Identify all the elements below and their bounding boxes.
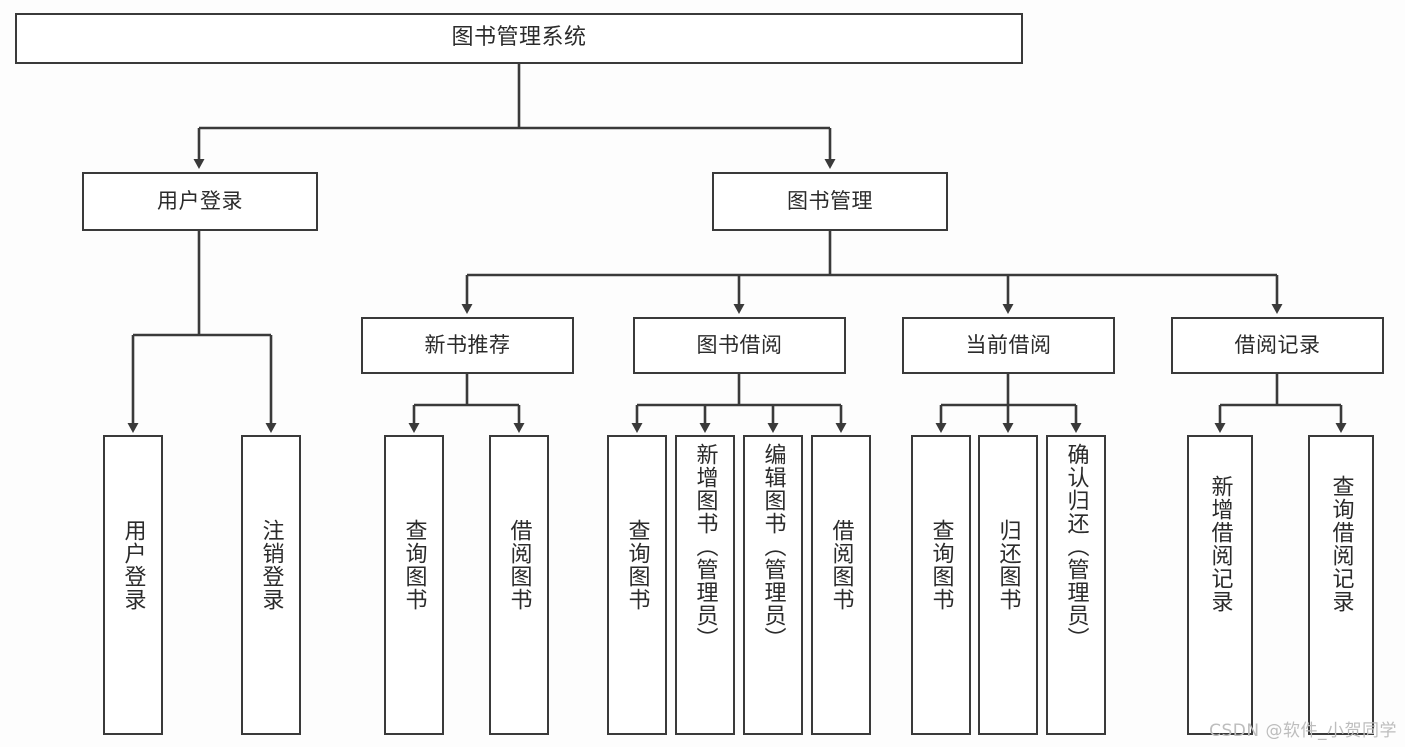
leaf-query-book-recommend[interactable]: 查询图书 [384, 435, 444, 735]
node-label: 图书管理系统 [451, 25, 587, 51]
csdn-watermark: CSDN @软件_小贺同学 [1209, 721, 1397, 741]
leaf-logout[interactable]: 注销登录 [241, 435, 301, 735]
node-current-borrow[interactable]: 当前借阅 [902, 317, 1115, 374]
node-book-management[interactable]: 图书管理 [712, 172, 948, 231]
node-label: 归还图书 [995, 519, 1021, 611]
node-label: 注销登录 [258, 519, 284, 611]
node-label: 查询图书 [401, 519, 427, 611]
leaf-confirm-return-admin[interactable]: 确认归还（管理员） [1046, 435, 1106, 735]
leaf-query-borrow-record[interactable]: 查询借阅记录 [1308, 435, 1374, 735]
leaf-borrow-book-recommend[interactable]: 借阅图书 [489, 435, 549, 735]
node-label: 用户登录 [157, 188, 243, 213]
leaf-query-book-current[interactable]: 查询图书 [911, 435, 971, 735]
node-book-borrow[interactable]: 图书借阅 [633, 317, 846, 374]
node-label: 查询图书 [928, 519, 954, 611]
leaf-add-borrow-record[interactable]: 新增借阅记录 [1187, 435, 1253, 735]
leaf-borrow-book-borrow[interactable]: 借阅图书 [811, 435, 871, 735]
node-label: 查询借阅记录 [1328, 475, 1354, 613]
node-label: 图书管理 [787, 188, 873, 213]
node-label: 新增图书（管理员） [692, 443, 718, 650]
node-label: 当前借阅 [965, 332, 1052, 357]
leaf-edit-book-admin[interactable]: 编辑图书（管理员） [743, 435, 803, 735]
node-label: 查询图书 [624, 519, 650, 611]
node-label: 借阅记录 [1234, 332, 1321, 357]
node-label: 确认归还（管理员） [1063, 443, 1089, 650]
node-label: 新书推荐 [424, 332, 511, 357]
leaf-query-book-borrow[interactable]: 查询图书 [607, 435, 667, 735]
leaf-user-login[interactable]: 用户登录 [103, 435, 163, 735]
node-new-book-recommend[interactable]: 新书推荐 [361, 317, 574, 374]
node-user-login[interactable]: 用户登录 [82, 172, 318, 231]
node-label: 编辑图书（管理员） [760, 443, 786, 650]
node-root-system[interactable]: 图书管理系统 [15, 13, 1023, 64]
leaf-return-book[interactable]: 归还图书 [978, 435, 1038, 735]
node-label: 图书借阅 [696, 332, 783, 357]
node-label: 新增借阅记录 [1207, 475, 1233, 613]
node-label: 借阅图书 [828, 519, 854, 611]
node-label: 用户登录 [120, 519, 146, 611]
leaf-add-book-admin[interactable]: 新增图书（管理员） [675, 435, 735, 735]
node-borrow-record[interactable]: 借阅记录 [1171, 317, 1384, 374]
node-label: 借阅图书 [506, 519, 532, 611]
